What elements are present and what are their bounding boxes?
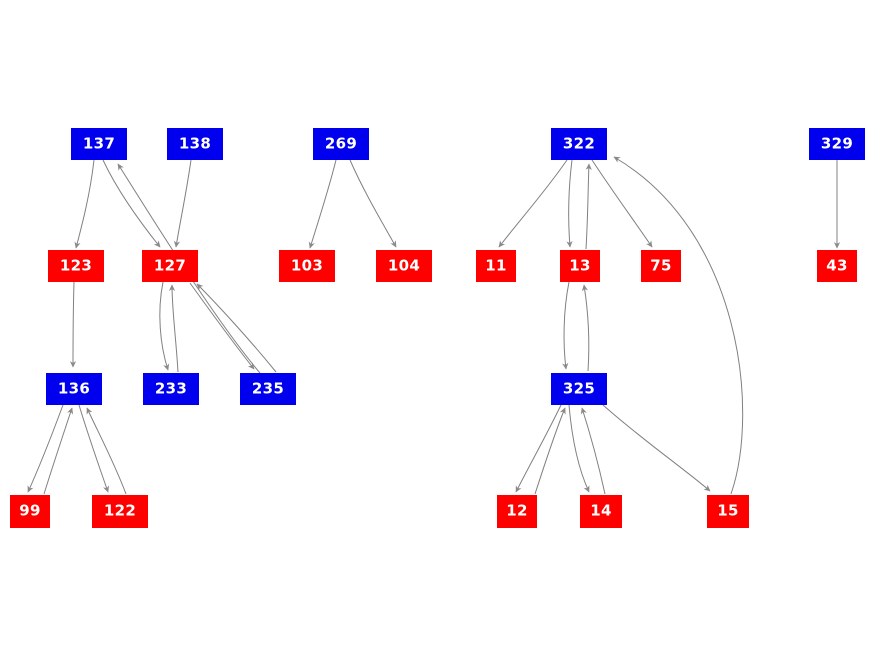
graph-edge-137-to-123	[74, 159, 95, 249]
graph-node-label: 11	[485, 256, 507, 274]
graph-edge-269-to-104	[349, 159, 397, 248]
graph-node-label: 235	[251, 379, 285, 397]
graph-node-15[interactable]: 15	[707, 495, 749, 528]
graph-node-103[interactable]: 103	[279, 250, 335, 282]
graph-node-label: 15	[717, 501, 739, 520]
graph-edge-136-to-122	[78, 404, 110, 493]
graph-node-233[interactable]: 233	[143, 373, 199, 405]
graph-node-label: 99	[19, 501, 41, 520]
graph-edge-14-to-325	[580, 407, 606, 495]
graph-node-122[interactable]: 122	[92, 495, 148, 528]
graph-node-label: 136	[57, 379, 91, 397]
graph-node-75[interactable]: 75	[641, 250, 681, 282]
graph-edge-13-to-322	[585, 163, 592, 250]
graph-node-label: 43	[826, 256, 848, 274]
graph-node-12[interactable]: 12	[497, 495, 537, 528]
graph-node-104[interactable]: 104	[376, 250, 432, 282]
graph-edges	[27, 156, 841, 495]
graph-node-43[interactable]: 43	[817, 250, 857, 282]
graph-edge-322-to-11	[498, 159, 568, 248]
graph-edge-138-to-127	[173, 159, 192, 248]
graph-edge-99-to-136	[43, 407, 74, 495]
graph-node-label: 269	[324, 134, 358, 152]
graph-node-label: 75	[650, 256, 672, 274]
graph-edge-136-to-99	[27, 404, 64, 493]
graph-node-label: 138	[178, 134, 212, 152]
graph-edge-235-to-127	[196, 283, 277, 373]
graph-node-123[interactable]: 123	[48, 250, 104, 282]
graph-edge-269-to-103	[308, 159, 337, 249]
graph-node-label: 123	[59, 256, 93, 274]
graph-node-329[interactable]: 329	[809, 128, 865, 160]
graph-node-label: 329	[820, 134, 854, 152]
graph-edge-127-to-235	[189, 282, 255, 370]
graph-edge-13-to-325	[562, 281, 570, 370]
graph-node-label: 325	[562, 379, 596, 397]
graph-node-label: 103	[290, 256, 324, 274]
graph-edge-325-to-12	[515, 404, 562, 493]
graph-node-138[interactable]: 138	[167, 128, 223, 160]
graph-edge-325-to-15	[602, 404, 711, 492]
graph-node-269[interactable]: 269	[313, 128, 369, 160]
graph-edge-137-to-127	[102, 159, 161, 248]
graph-node-14[interactable]: 14	[580, 495, 622, 528]
graph-node-136[interactable]: 136	[46, 373, 102, 405]
graph-edge-12-to-325	[534, 407, 566, 495]
graph-node-label: 12	[506, 501, 528, 520]
graph-node-11[interactable]: 11	[476, 250, 516, 282]
graph-node-label: 137	[82, 134, 116, 152]
graph-edge-123-to-136	[69, 281, 77, 368]
graph-edge-15-to-322	[613, 156, 744, 495]
graph-node-322[interactable]: 322	[551, 128, 607, 160]
graph-node-99[interactable]: 99	[10, 495, 50, 528]
graph-node-label: 122	[103, 501, 137, 520]
graph-node-13[interactable]: 13	[560, 250, 600, 282]
graph-node-label: 127	[153, 256, 187, 274]
graph-edge-325-to-14	[568, 404, 590, 493]
graph-node-127[interactable]: 127	[142, 250, 198, 282]
graph-edge-322-to-13	[566, 159, 573, 248]
graph-edge-322-to-75	[591, 159, 653, 248]
graph-edge-122-to-136	[86, 407, 127, 495]
graph-node-137[interactable]: 137	[71, 128, 127, 160]
graph-node-325[interactable]: 325	[551, 373, 607, 405]
graph-edge-127-to-233	[159, 281, 170, 371]
graph-node-label: 233	[154, 379, 188, 397]
graph-edge-233-to-127	[168, 284, 179, 373]
graph-node-label: 13	[569, 256, 591, 274]
graph-edge-325-to-13	[581, 284, 590, 372]
graph-node-label: 322	[562, 134, 596, 152]
graph-node-label: 14	[590, 501, 612, 520]
graph-node-label: 104	[387, 256, 421, 274]
graph-node-235[interactable]: 235	[240, 373, 296, 405]
